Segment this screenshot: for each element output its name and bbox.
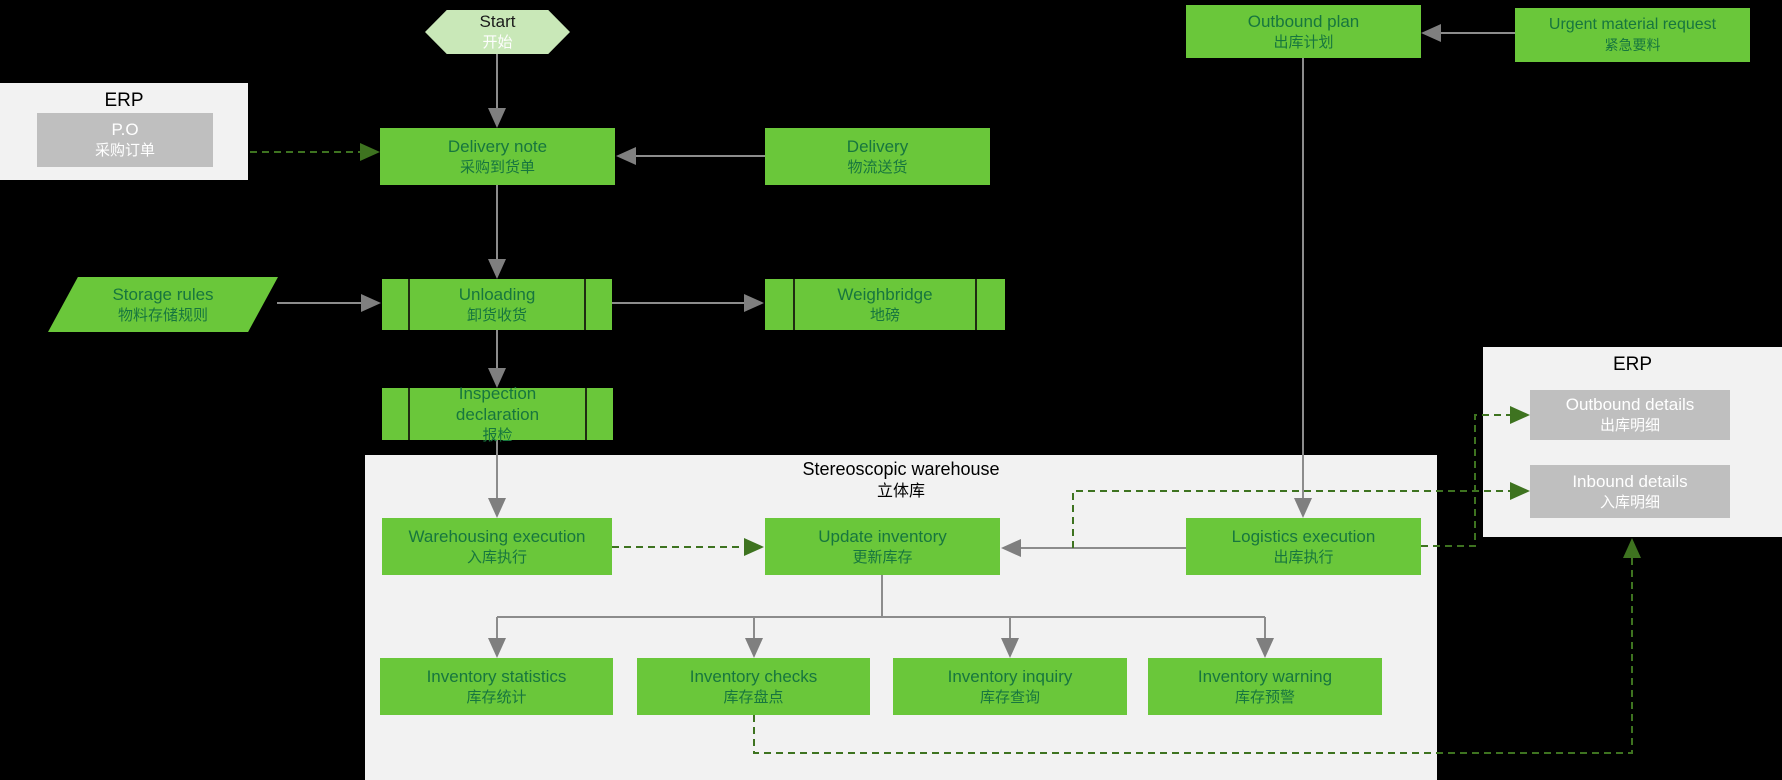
weighbridge-left-bar: [793, 279, 795, 330]
inventory-statistics-label-zh: 库存统计: [466, 688, 527, 706]
erp-right-title: ERP: [1612, 354, 1653, 375]
inventory-warning-node: Inventory warning 库存预警: [1148, 658, 1382, 715]
delivery-note-label-zh: 采购到货单: [459, 158, 535, 176]
outbound-details-node: Outbound details 出库明细: [1530, 390, 1730, 440]
storage-rules-node: Storage rules 物料存储规则: [48, 277, 278, 332]
logistics-execution-label-zh: 出库执行: [1273, 548, 1334, 566]
delivery-note-label-en: Delivery note: [447, 136, 548, 156]
inventory-checks-label-zh: 库存盘点: [723, 688, 784, 706]
start-label-en: Start: [479, 12, 516, 31]
stereoscopic-warehouse-title: Stereoscopic warehouse 立体库: [365, 458, 1437, 503]
start-label-zh: 开始: [482, 34, 513, 51]
warehousing-execution-node: Warehousing execution 入库执行: [382, 518, 612, 575]
inventory-warning-label-zh: 库存预警: [1234, 688, 1295, 706]
weighbridge-node: Weighbridge 地磅: [765, 279, 1005, 330]
inspection-right-bar: [585, 388, 587, 440]
delivery-note-node: Delivery note 采购到货单: [380, 128, 615, 185]
warehouse-title-zh: 立体库: [876, 483, 925, 500]
warehousing-execution-label-zh: 入库执行: [466, 548, 527, 566]
inventory-statistics-node: Inventory statistics 库存统计: [380, 658, 613, 715]
delivery-label-en: Delivery: [846, 136, 909, 156]
warehouse-title-en: Stereoscopic warehouse: [802, 459, 1000, 479]
urgent-request-label-en: Urgent material request: [1548, 16, 1717, 33]
stereoscopic-warehouse-container: Stereoscopic warehouse 立体库: [365, 455, 1437, 780]
delivery-node: Delivery 物流送货: [765, 128, 990, 185]
urgent-material-request-node: Urgent material request 紧急要料: [1515, 8, 1750, 62]
update-inventory-label-zh: 更新库存: [852, 548, 913, 566]
outbound-plan-node: Outbound plan 出库计划: [1186, 5, 1421, 58]
inventory-inquiry-label-en: Inventory inquiry: [947, 666, 1073, 686]
unloading-label-en: Unloading: [458, 284, 536, 304]
urgent-request-label-zh: 紧急要料: [1604, 37, 1661, 53]
po-label-zh: 采购订单: [94, 142, 155, 159]
inspection-label-en1: Inspection: [458, 383, 537, 403]
update-inventory-label-en: Update inventory: [818, 526, 947, 546]
weighbridge-right-bar: [975, 279, 977, 330]
unloading-label-zh: 卸货收货: [466, 306, 527, 324]
inventory-checks-label-en: Inventory checks: [689, 666, 818, 686]
start-node: Start 开始: [425, 10, 570, 54]
unloading-node: Unloading 卸货收货: [382, 279, 612, 330]
po-label-en: P.O: [111, 120, 139, 139]
update-inventory-node: Update inventory 更新库存: [765, 518, 1000, 575]
inspection-declaration-node: Inspection declaration 报检: [382, 384, 613, 444]
inventory-inquiry-node: Inventory inquiry 库存查询: [893, 658, 1127, 715]
storage-rules-label-zh: 物料存储规则: [117, 306, 208, 324]
erp-left-title: ERP: [104, 90, 144, 111]
inspection-label-zh: 报检: [482, 426, 513, 444]
outbound-details-label-zh: 出库明细: [1599, 417, 1660, 434]
weighbridge-label-en: Weighbridge: [837, 284, 933, 304]
inbound-details-label-zh: 入库明细: [1599, 493, 1660, 511]
inspection-left-bar: [408, 388, 410, 440]
inventory-warning-label-en: Inventory warning: [1197, 666, 1333, 686]
po-node: P.O 采购订单: [37, 113, 213, 167]
outbound-plan-label-en: Outbound plan: [1247, 11, 1360, 31]
unloading-left-bar: [408, 279, 410, 330]
unloading-right-bar: [584, 279, 586, 330]
inventory-inquiry-label-zh: 库存查询: [979, 688, 1040, 706]
inventory-checks-node: Inventory checks 库存盘点: [637, 658, 870, 715]
storage-rules-label-en: Storage rules: [112, 284, 214, 304]
logistics-execution-label-en: Logistics execution: [1231, 526, 1376, 546]
inspection-label-en2: declaration: [455, 404, 540, 424]
delivery-label-zh: 物流送货: [847, 158, 908, 176]
inventory-statistics-label-en: Inventory statistics: [426, 666, 567, 686]
inbound-details-node: Inbound details 入库明细: [1530, 465, 1730, 518]
outbound-plan-label-zh: 出库计划: [1273, 33, 1334, 51]
logistics-execution-node: Logistics execution 出库执行: [1186, 518, 1421, 575]
weighbridge-label-zh: 地磅: [869, 306, 900, 324]
inbound-details-label-en: Inbound details: [1572, 471, 1688, 491]
outbound-details-label-en: Outbound details: [1565, 395, 1695, 414]
warehousing-execution-label-en: Warehousing execution: [408, 526, 586, 546]
